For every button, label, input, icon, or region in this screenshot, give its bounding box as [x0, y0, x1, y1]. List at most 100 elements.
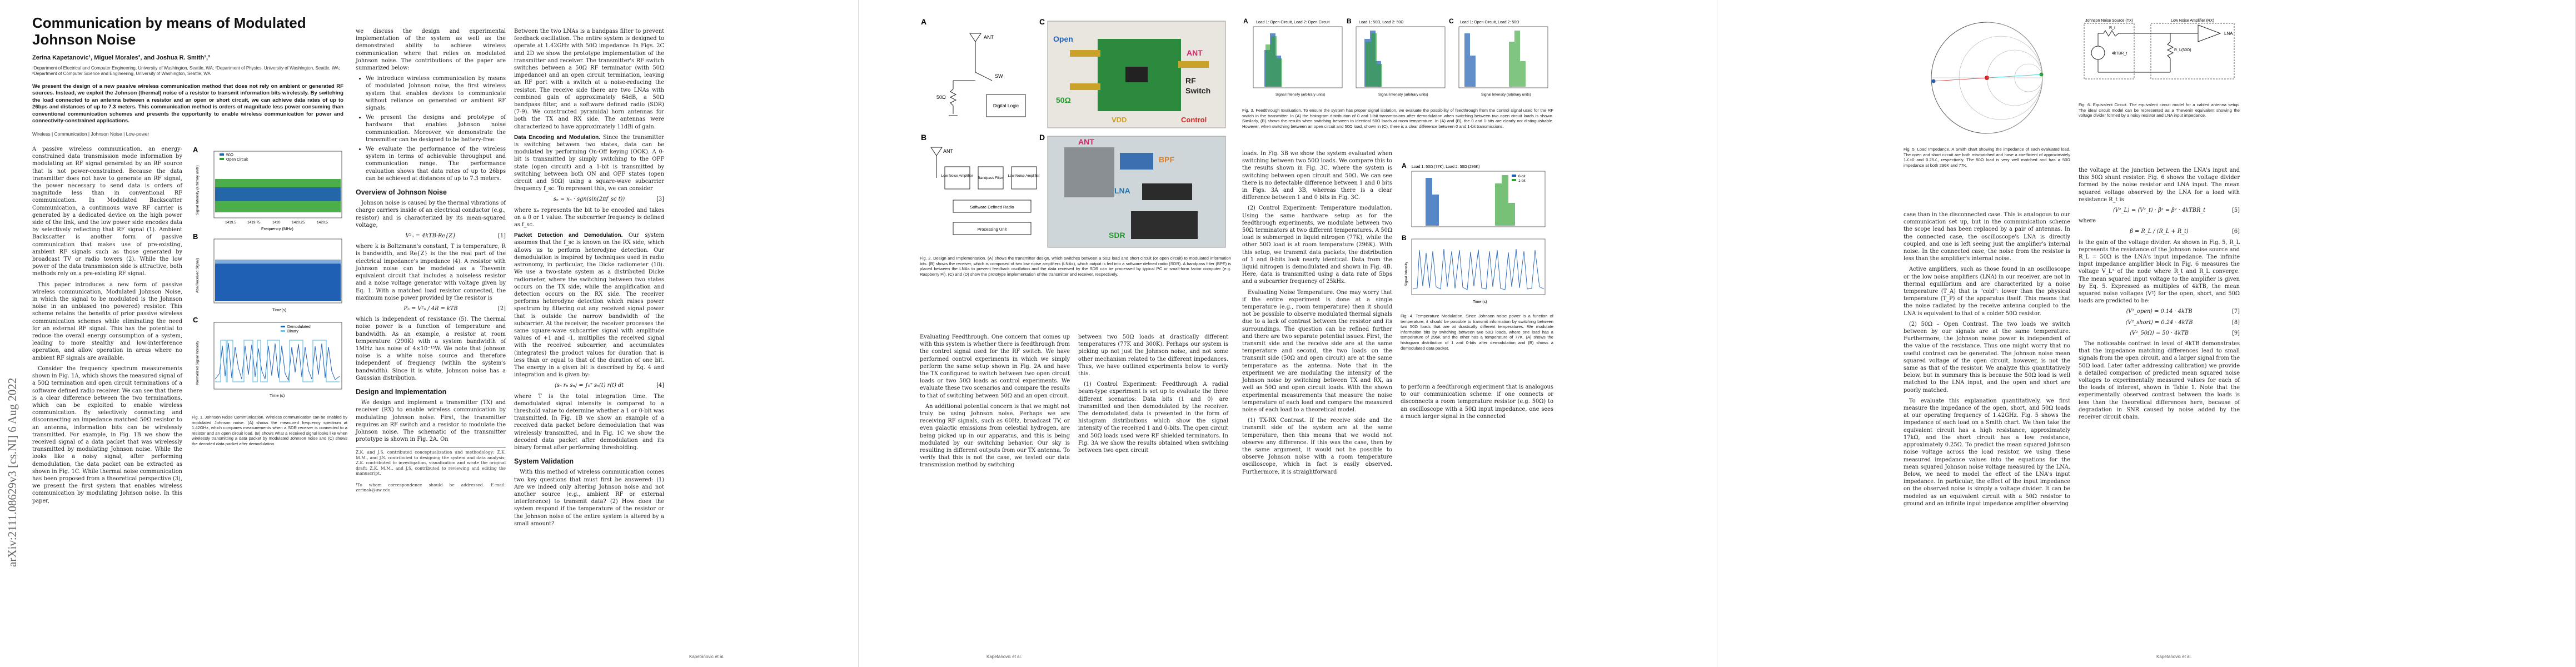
fig1a-xlabel: Frequency (MHz)	[261, 226, 293, 231]
equation-2: Pₙ = V²ₙ / 4R = kTB[2]	[403, 305, 506, 312]
fig2c-rf-label: RF	[1185, 76, 1196, 85]
fig4a-axes	[1411, 171, 1546, 227]
fig3b-xlabel: Signal Intensity (arbitrary units)	[1378, 93, 1428, 97]
p2-column-3: loads. In Fig. 3B we show the system eva…	[1242, 150, 1392, 479]
page-1: arXiv:2111.08629v3 [cs.NI] 6 Aug 2022 Co…	[0, 0, 859, 667]
lna-input-resistor-icon	[2166, 33, 2174, 72]
fig3-panel-c-label: C	[1449, 17, 1454, 25]
fig1a-xtick-1: 1419.5	[225, 221, 236, 225]
fig6-lna-label: Low Noise Amplifier (RX)	[2171, 19, 2214, 23]
fig1-panel-a-label: A	[193, 146, 198, 154]
fig4-panel-b-label: B	[1402, 234, 1407, 242]
p2-column-1: Evaluating Feedthrough. One concern that…	[920, 334, 1070, 472]
fig1a-legend-swatch-2	[220, 158, 224, 160]
fig1b-ylabel: Abs(Received Signal)	[196, 258, 200, 293]
equation-7a-body: ⟨V²_open⟩ = 0.14 · 4kTB	[2126, 308, 2193, 315]
p3-column-1: case than in the disconnected case. This…	[1904, 211, 2070, 511]
rx-antenna-icon	[930, 147, 943, 156]
figure-5-caption: Fig. 5. Load Impedance. A Smith chart sh…	[1904, 147, 2070, 168]
fig1a-xtick-4: 1420.25	[292, 221, 305, 225]
equation-6-body: β = R_L / (R_L + R_t)	[2130, 228, 2189, 235]
fig2b-sdr-label: Software Defined Radio	[970, 205, 1014, 210]
equation-3-body: sₙ = xₙ · sgn(sin(2πf_sc t))	[553, 196, 625, 203]
smith-x-arc-2	[1986, 77, 2043, 134]
fig2c-load-connector	[1070, 83, 1100, 90]
fig2c-vdd-label: VDD	[1112, 116, 1127, 124]
fig2-panel-d-label: D	[1039, 133, 1045, 142]
fig3b-bars	[1364, 31, 1382, 87]
data-encoding-heading: Data Encoding and Modulation.	[514, 134, 601, 141]
smith-short-vector	[1933, 77, 1987, 82]
fig2b-ant-label: ANT	[943, 148, 954, 154]
tx-source-box	[2084, 23, 2135, 79]
fig4a-bars	[1426, 175, 1515, 226]
equivalent-circuit: Johnson Noise Source (TX) 4kTBR_t R_t Lo…	[2084, 19, 2235, 79]
voltage-divider-paragraph: the voltage at the junction between the …	[2079, 167, 2240, 203]
p1-column-3: Between the two LNAs is a bandpass filte…	[514, 28, 664, 531]
contribution-item: We evaluate the performance of the wirel…	[366, 146, 506, 182]
figure-2-graphic: A ANT SW 50Ω Digital Logic C	[921, 17, 1226, 248]
figure-1-caption: Fig. 1. Johnson Noise Communication. Wir…	[192, 415, 347, 446]
contribution-item: We introduce wireless communication by m…	[366, 75, 506, 112]
fig1a-legend-1: 50Ω	[226, 153, 233, 157]
lna-2-block	[1011, 166, 1037, 190]
fig2c-control-label: Control	[1181, 116, 1207, 124]
figure-1: A 50Ω Open Circuit Signal Intensity (arb…	[192, 146, 347, 446]
smith-open-vector	[1986, 74, 2042, 78]
fig3b-axes	[1356, 26, 1446, 88]
fig2d-bpf-label: BPF	[1159, 155, 1174, 164]
fig3c-axes	[1458, 26, 1548, 88]
fig4a-legend-swatch-2	[1512, 179, 1516, 181]
lna-1-block	[944, 166, 970, 190]
fig3c-bars	[1464, 31, 1526, 87]
fig1b-signal	[215, 263, 341, 301]
fig2-panel-c-label: C	[1039, 17, 1045, 26]
fig3a-title: Load 1: Open Circuit, Load 2: Open Circu…	[1256, 21, 1329, 24]
tx-resistor-icon	[2098, 30, 2131, 37]
fig2b-proc-label: Processing Unit	[978, 227, 1007, 232]
contribution-item: We present the designs and prototype of …	[366, 114, 506, 143]
p1-column-1: A passive wireless communication, an ene…	[32, 146, 182, 508]
equation-5-body: ⟨V²_L⟩ = ⟨V²_t⟩ · β² = β² · 4kTBR_t	[2112, 207, 2206, 214]
fig2c-open-label: Open	[1053, 34, 1073, 43]
abstract: We present the design of a new passive w…	[32, 83, 343, 125]
author-contributions-footnote: Z.K. and J.S. contributed conceptualizat…	[356, 447, 506, 476]
smith-chart	[1931, 22, 2044, 134]
fig2-panel-a-label: A	[921, 17, 926, 26]
figure-3-caption: Fig. 3. Feedthrough Evaluation. To ensur…	[1242, 108, 1553, 129]
resistor-icon	[949, 81, 957, 114]
active-amplifiers-paragraph: Active amplifiers, such as those found i…	[1904, 266, 2070, 317]
overview-paragraph-1: Johnson noise is caused by the thermal v…	[356, 200, 506, 228]
fig2d-sdr-label: SDR	[1109, 231, 1125, 240]
noise-temp-paragraph: Evaluating Noise Temperature. One may wo…	[1242, 289, 1392, 413]
fig2d-sdr	[1131, 211, 1198, 239]
fig2d-lna-label: LNA	[1114, 186, 1130, 195]
fig4b-signal-line	[1412, 248, 1544, 290]
figure-6: Johnson Noise Source (TX) 4kTBR_t R_t Lo…	[2079, 17, 2240, 200]
intro-paragraph-1: A passive wireless communication, an ene…	[32, 146, 182, 277]
fig2d-ant-label: ANT	[1078, 137, 1094, 146]
fig3b-title: Load 1: 50Ω, Load 2: 50Ω	[1359, 21, 1404, 24]
equation-5: ⟨V²_L⟩ = ⟨V²_t⟩ · β² = β² · 4kTBR_t[5]	[2112, 207, 2240, 214]
arxiv-stamp: arXiv:2111.08629v3 [cs.NI] 6 Aug 2022	[6, 377, 19, 567]
fig1c-binary-line	[215, 340, 340, 382]
fig1a-xtick-5: 1420.5	[317, 221, 328, 225]
fig1a-xtick-2: 1419.75	[247, 221, 261, 225]
packet-detection-heading: Packet Detection and Demodulation.	[514, 232, 623, 239]
keywords: Wireless | Communication | Johnson Noise…	[32, 131, 150, 137]
overview-paragraph-2: where k is Boltzmann's constant, T is te…	[356, 243, 506, 301]
data-encoding-text-2: where xₙ represents the bit to be encode…	[514, 207, 664, 228]
figure-4: A Load 1: 50Ω (77K), Load 2: 50Ω (296K) …	[1401, 161, 1553, 372]
where-text: where	[2079, 218, 2096, 225]
overview-heading: Overview of Johnson Noise	[356, 188, 447, 197]
fig2d-antenna	[1064, 147, 1114, 197]
system-validation-heading: System Validation	[514, 457, 574, 466]
rx-lna-box	[2150, 23, 2235, 79]
contrib-intro: we discuss the design and experimental i…	[356, 28, 506, 72]
fig6-rt-label: R_t	[2109, 26, 2115, 30]
fig1a-legend-swatch-1	[220, 153, 224, 156]
control-experiment-paragraph: (1) Control Experiment: Feedthrough A ra…	[1078, 381, 1228, 454]
fig2a-logic-label: Digital Logic	[993, 103, 1019, 108]
fig1b-axes	[213, 238, 342, 303]
